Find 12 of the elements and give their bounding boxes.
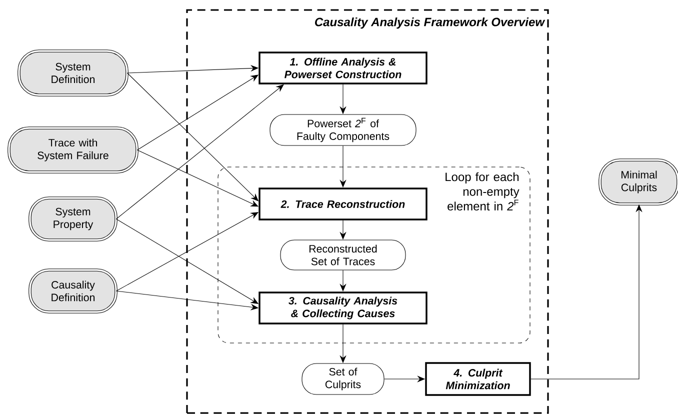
- process-box: 2. Trace Reconstruction: [258, 188, 428, 220]
- process-box: 1. Offline Analysis & Powerset Construction: [258, 52, 428, 84]
- input-pill: System Property: [28, 196, 118, 242]
- data-stadium: Reconstructed Set of Traces: [280, 240, 406, 270]
- process-box: 4. Culprit Minimization: [425, 362, 531, 396]
- input-pill: Causality Definition: [28, 268, 118, 314]
- process-box: 3. Causality Analysis & Collecting Causes: [258, 292, 428, 324]
- input-pill: System Definition: [18, 50, 128, 96]
- data-stadium: Powerset 2$^{F}$ of Faulty Components: [270, 114, 416, 146]
- input-pill: Trace with System Failure: [8, 126, 138, 174]
- data-stadium: Set of Culprits: [302, 363, 384, 395]
- input-pill: Minimal Culprits: [598, 158, 678, 206]
